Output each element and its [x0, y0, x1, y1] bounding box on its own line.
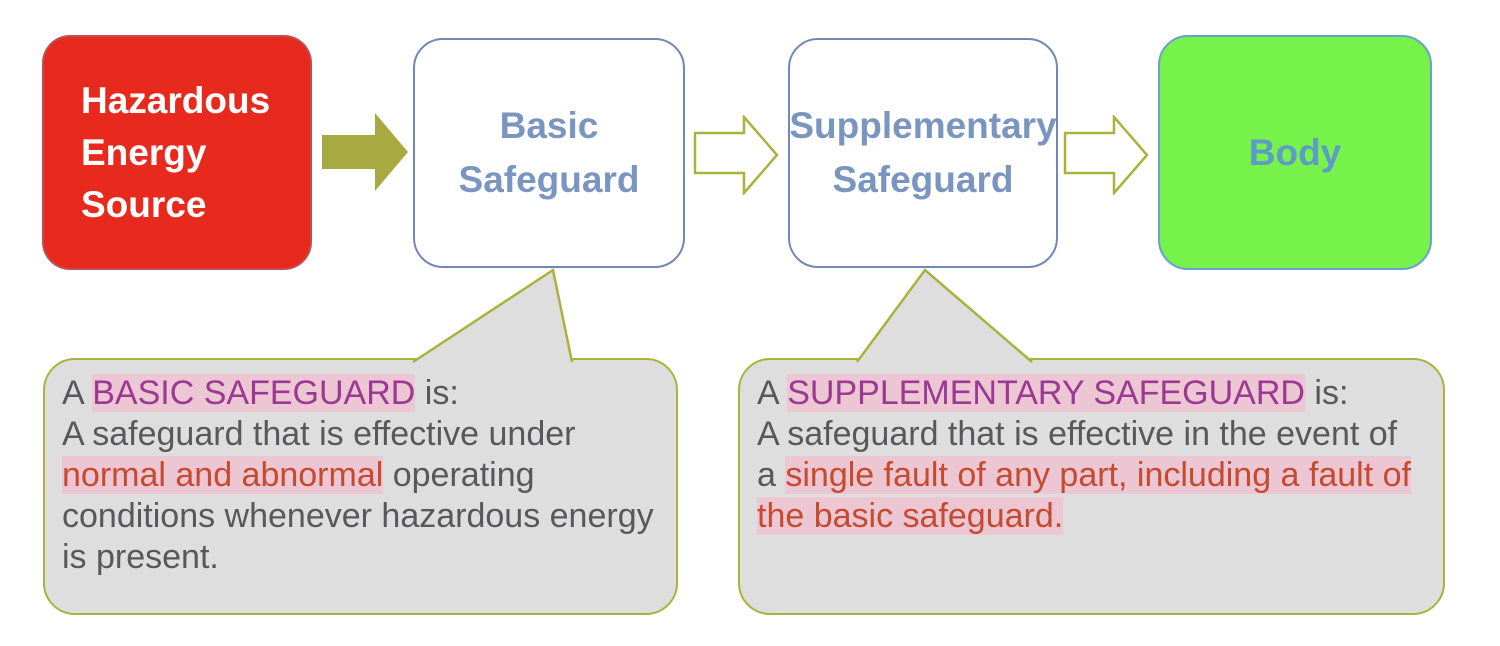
callout-text: operating: [383, 456, 535, 494]
callout-text: is present.: [62, 538, 219, 576]
energy-line: Energy: [81, 131, 207, 173]
supplementary-safeguard-box: Supplementary Safeguard: [788, 38, 1058, 268]
callout-line: is present.: [62, 537, 659, 578]
basic-safeguard-term: BASIC SAFEGUARD: [92, 374, 416, 412]
basic-safeguard-callout: A BASIC SAFEGUARD is: A safeguard that i…: [43, 358, 678, 615]
basic-safeguard-line: Safeguard: [458, 159, 640, 200]
normal-abnormal-emphasis: normal and abnormal: [62, 456, 384, 494]
body-box: Body: [1158, 35, 1432, 270]
callout-line: A SUPPLEMENTARY SAFEGUARD is:: [757, 373, 1426, 414]
basic-safeguard-box: Basic Safeguard: [413, 38, 685, 268]
callout-text: a: [757, 456, 786, 494]
callout-line: conditions whenever hazardous energy: [62, 496, 659, 537]
callout-text: A: [62, 374, 93, 412]
callout-text: A: [757, 374, 788, 412]
callout-line: A safeguard that is effective in the eve…: [757, 414, 1426, 455]
callout-line: a single fault of any part, including a …: [757, 455, 1426, 496]
source-line: Source: [81, 183, 207, 225]
single-fault-emphasis: the basic safeguard.: [757, 497, 1064, 535]
outline-arrow-icon: [693, 115, 779, 195]
callout-text: is:: [415, 374, 459, 412]
body-label: Body: [1248, 131, 1342, 173]
callout-line: A safeguard that is effective under: [62, 414, 659, 455]
callout-text: is:: [1304, 374, 1349, 412]
callout-text: A safeguard that is effective under: [62, 415, 576, 453]
supplementary-safeguard-term: SUPPLEMENTARY SAFEGUARD: [787, 374, 1305, 412]
hazardous-line: Hazardous: [81, 79, 271, 121]
supplementary-callout-tail: [855, 268, 1033, 363]
supplementary-safeguard-callout: A SUPPLEMENTARY SAFEGUARD is: A safeguar…: [738, 358, 1445, 615]
solid-arrow-icon: [322, 113, 408, 191]
single-fault-emphasis: single fault of any part, including a fa…: [785, 456, 1411, 494]
outline-arrow-icon: [1063, 115, 1149, 195]
callout-line: normal and abnormal operating: [62, 455, 659, 496]
callout-text: conditions whenever hazardous energy: [62, 497, 654, 535]
supplementary-safeguard-line: Safeguard: [832, 159, 1014, 200]
basic-line: Basic: [499, 105, 599, 146]
callout-line: the basic safeguard.: [757, 496, 1426, 537]
callout-text: A safeguard that is effective in the eve…: [757, 415, 1398, 453]
supplementary-line: Supplementary: [789, 105, 1057, 146]
callout-line: A BASIC SAFEGUARD is:: [62, 373, 659, 414]
hazardous-energy-source-box: Hazardous Energy Source: [42, 35, 312, 270]
basic-callout-tail: [412, 267, 574, 364]
